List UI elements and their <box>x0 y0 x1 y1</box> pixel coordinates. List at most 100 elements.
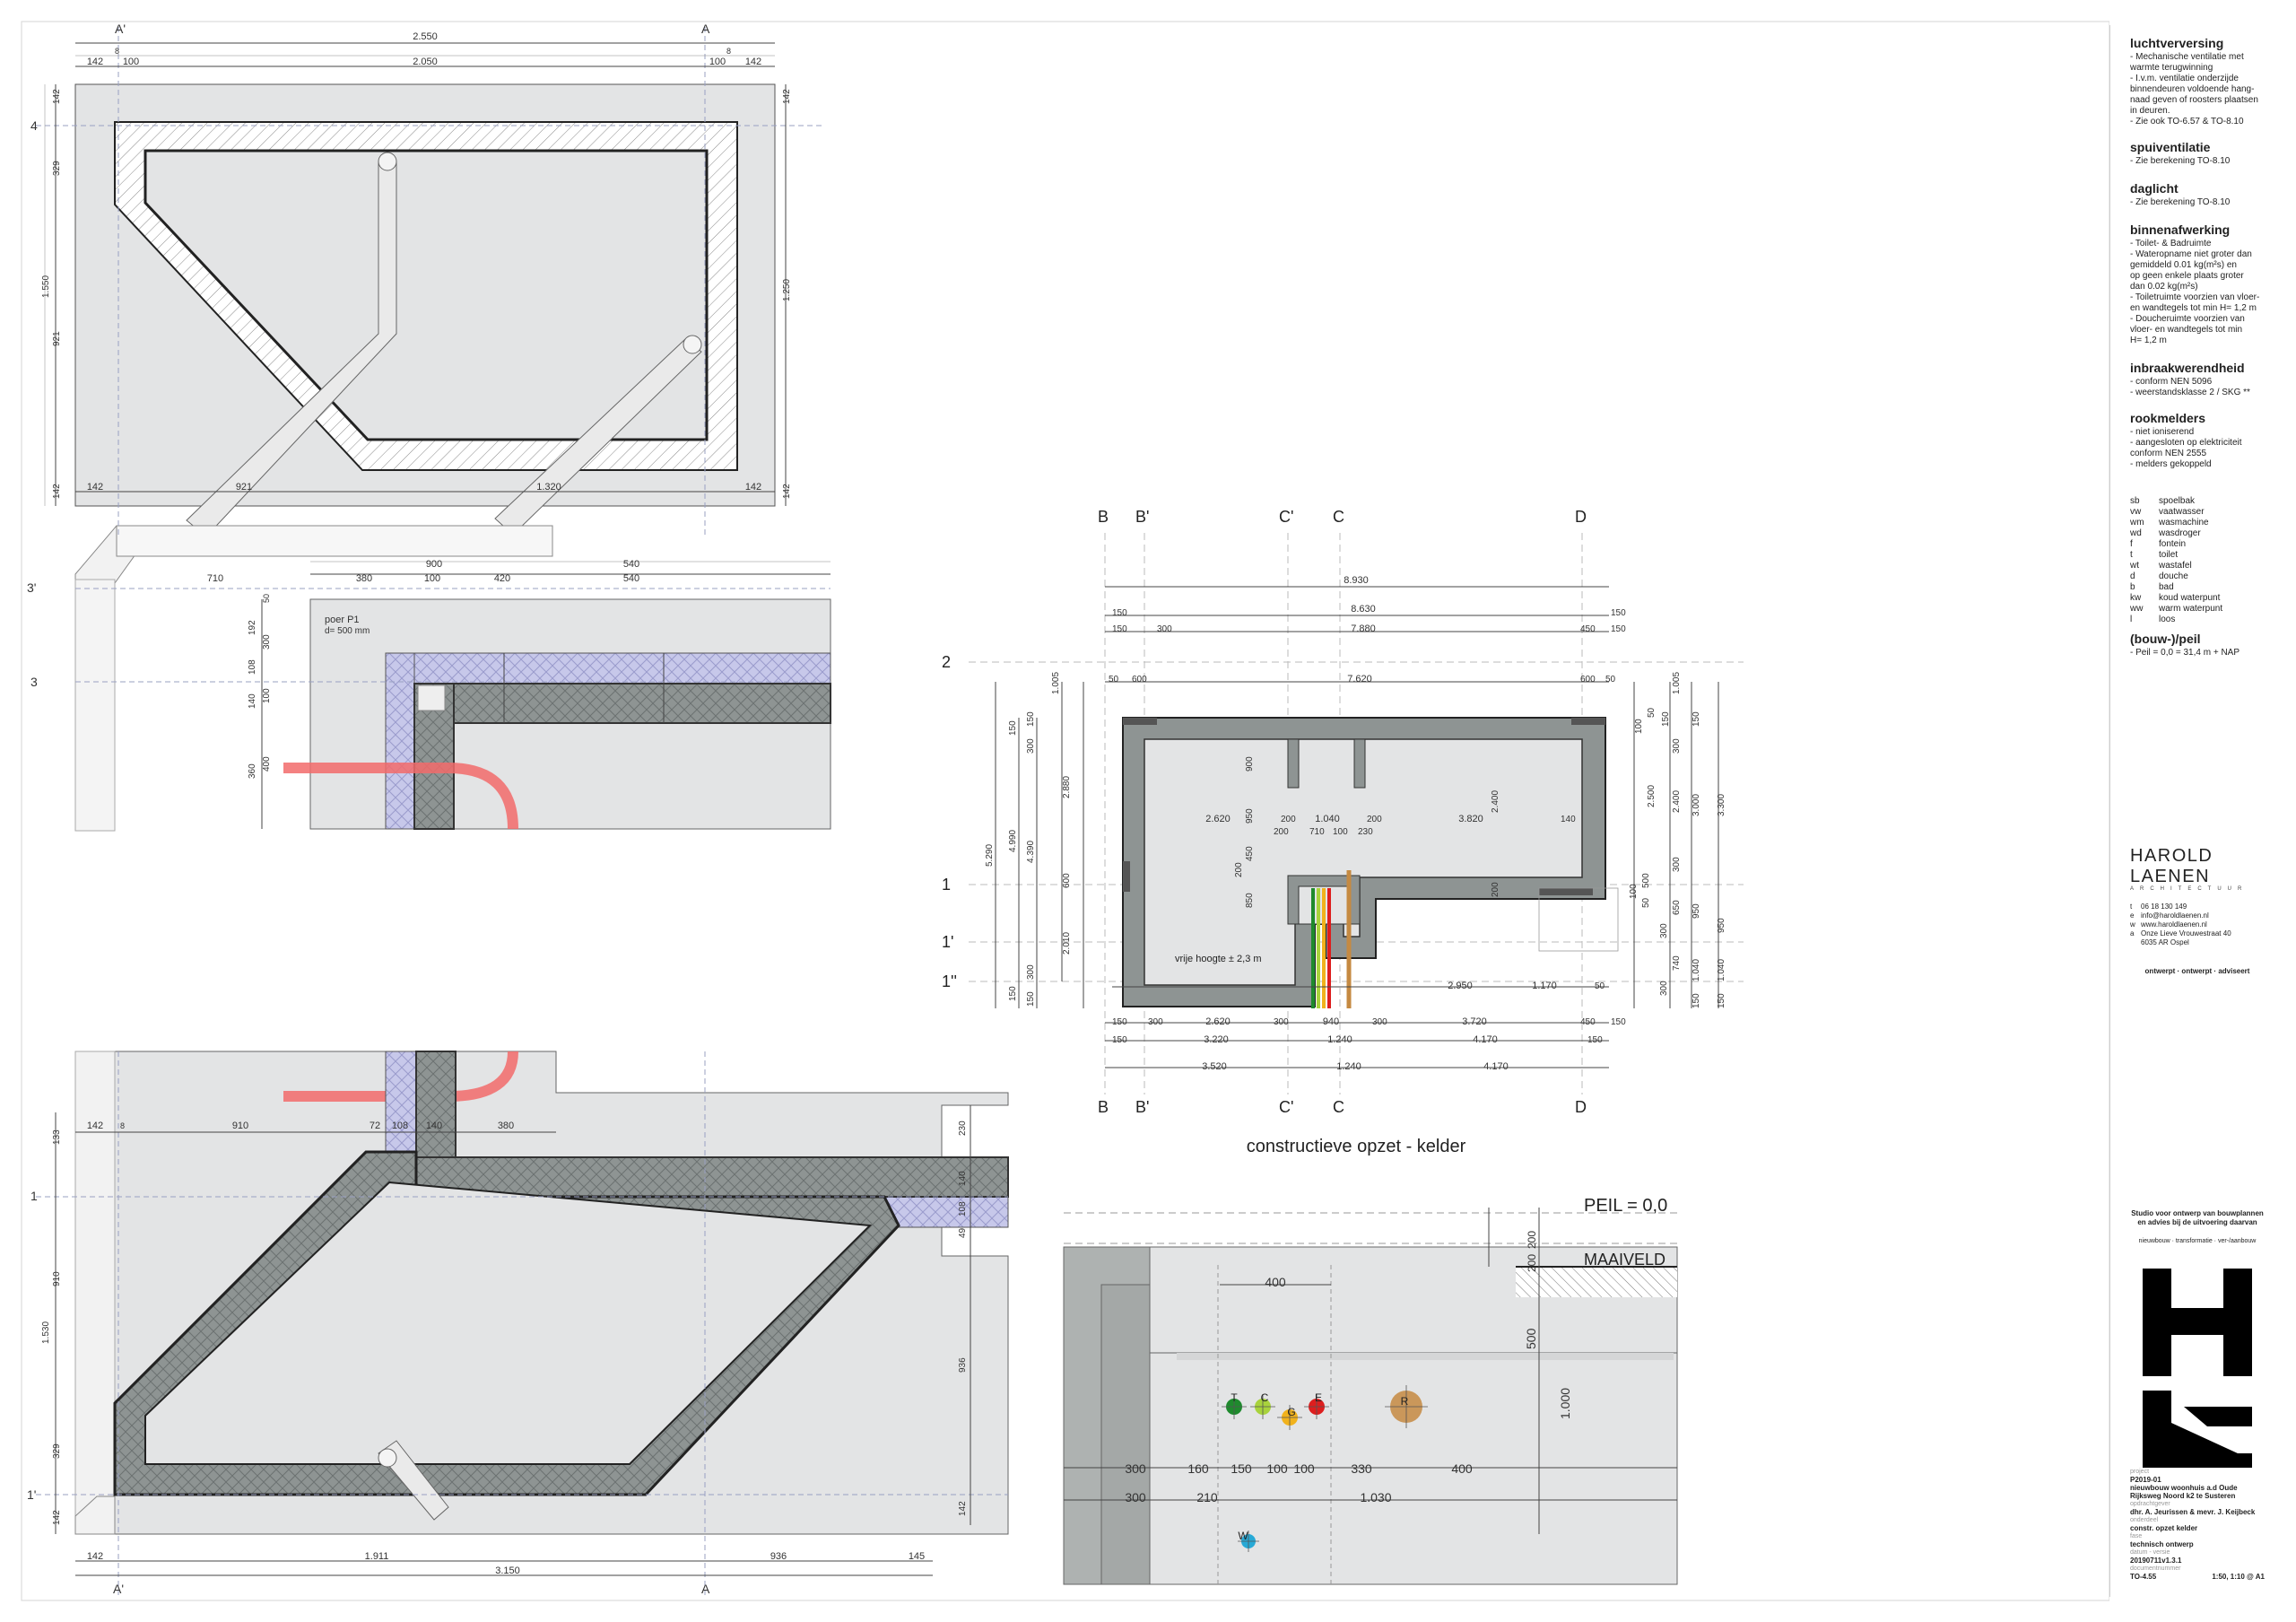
phase-label: fase <box>2130 1533 2143 1539</box>
dim-1240-b: 1.240 <box>1336 1061 1361 1072</box>
dim-140-bl: 140 <box>426 1121 442 1131</box>
dim-1320: 1.320 <box>536 482 561 493</box>
dim-300-s-b: 300 <box>1125 1490 1146 1504</box>
grid-label-b-top: B <box>1098 508 1109 526</box>
dim-1550: 1.550 <box>41 275 51 298</box>
dim-108-bl-right: 108 <box>958 1201 968 1216</box>
section-title: binnenafwerking <box>2130 222 2231 237</box>
dim-150-v-c: 150 <box>1008 986 1018 1001</box>
grid-label-d-top: D <box>1575 508 1587 526</box>
dim-300-v-r4: 300 <box>1659 981 1669 996</box>
dim-910-top: 910 <box>232 1121 248 1131</box>
dim-400-s: 400 <box>1451 1461 1473 1476</box>
dim-3220: 3.220 <box>1204 1034 1229 1045</box>
grid-label-2: 2 <box>942 653 951 671</box>
dim-1005-right: 1.005 <box>1672 672 1682 694</box>
dim-2010: 2.010 <box>1062 932 1072 955</box>
dim-380-top: 380 <box>356 573 372 584</box>
dim-600-b: 600 <box>1580 675 1596 685</box>
dim-300-v-r2: 300 <box>1672 857 1682 872</box>
docnr-label: documentnummer <box>2130 1565 2181 1572</box>
scale-value: 1:50, 1:10 @ A1 <box>2212 1573 2265 1581</box>
dim-142-top-right: 142 <box>745 57 761 67</box>
utility-label-w: W <box>1238 1530 1248 1542</box>
dim-108-section: 108 <box>248 659 257 675</box>
dim-300-plan-d: 300 <box>1372 1017 1387 1027</box>
dim-2500: 2.500 <box>1647 785 1657 807</box>
dim-3520: 3.520 <box>1202 1061 1227 1072</box>
dim-142-bl-left: 142 <box>52 1510 62 1525</box>
grid-label-1-double-prime: 1'' <box>942 972 957 990</box>
dim-200-section-b: 200 <box>1526 1254 1538 1272</box>
dim-329-bl: 329 <box>52 1443 62 1459</box>
grid-label-c-bottom: C <box>1333 1098 1344 1116</box>
dim-450-top: 450 <box>1580 624 1596 634</box>
dim-142-right-top: 142 <box>782 89 792 104</box>
section-peil: (bouw-)/peil - Peil = 0,0 = 31,4 m + NAP <box>2130 632 2265 658</box>
dim-150-v-r: 150 <box>1661 711 1671 727</box>
dim-108-bl: 108 <box>392 1121 408 1131</box>
utility-label-e: E <box>1315 1391 1322 1404</box>
dim-50-plan-b: 50 <box>1605 675 1616 685</box>
tagline: ontwerpt · ontwerpt · adviseert <box>2144 967 2250 975</box>
dim-300-v-b: 300 <box>1026 964 1036 980</box>
dim-400-section-top: 400 <box>1265 1275 1286 1289</box>
grid-label-b-bottom: B <box>1098 1098 1109 1116</box>
grid-label-1: 1 <box>942 876 951 894</box>
grid-label-3: 3 <box>30 675 38 689</box>
dim-450-inner: 450 <box>1245 846 1255 861</box>
dim-910-left: 910 <box>52 1271 62 1286</box>
dim-1040-v-r: 1.040 <box>1692 959 1701 981</box>
peil-text: - Peil = 0,0 = 31,4 m + NAP <box>2130 648 2240 658</box>
grid-label-c-top: C <box>1333 508 1344 526</box>
dim-1170: 1.170 <box>1532 981 1557 991</box>
grid-label-a-top: A <box>701 22 710 36</box>
dim-150-h: 150 <box>1587 1035 1603 1045</box>
dim-100-top-left: 100 <box>123 57 139 67</box>
dim-150-c: 150 <box>1112 624 1127 634</box>
docnr-row: TO-4.55 1:50, 1:10 @ A1 <box>2130 1573 2265 1581</box>
dim-540-a: 540 <box>623 559 639 570</box>
project-meta: project P2019-01 nieuwbouw woonhuis a.d … <box>2130 1468 2265 1581</box>
section-text: - Zie berekening TO-8.10 <box>2130 156 2231 166</box>
contact-city: 6035 AR Ospel <box>2141 938 2189 946</box>
dim-2950: 2.950 <box>1448 981 1473 991</box>
dim-8-top-a: 8 <box>115 47 119 56</box>
dim-8930: 8.930 <box>1344 575 1369 586</box>
grid-label-a-bottom: A <box>701 1582 710 1596</box>
dim-921-left: 921 <box>52 331 62 346</box>
dim-300-section: 300 <box>262 634 272 650</box>
dim-4170-b: 4.170 <box>1483 1061 1509 1072</box>
dim-150-g: 150 <box>1112 1035 1127 1045</box>
section-text: - Mechanische ventilatie met warmte teru… <box>2130 52 2258 126</box>
dim-1530: 1.530 <box>41 1321 51 1344</box>
dim-150-e: 150 <box>1112 1017 1127 1027</box>
studio-line: Studio voor ontwerp van bouwplannen en a… <box>2131 1209 2264 1226</box>
dim-150-a: 150 <box>1112 608 1127 618</box>
dim-7880: 7.880 <box>1351 624 1376 634</box>
dim-230-bl: 230 <box>958 1121 968 1136</box>
project-value: P2019-01 nieuwbouw woonhuis a.d Oude Rij… <box>2130 1476 2238 1500</box>
dim-300-v-a: 300 <box>1026 738 1036 754</box>
dim-100-s-b: 100 <box>1293 1461 1315 1476</box>
dim-8-top-b: 8 <box>726 47 731 56</box>
dim-150-d: 150 <box>1611 624 1626 634</box>
dim-50-plan-a: 50 <box>1109 675 1119 685</box>
grid-label-d-bottom: D <box>1575 1098 1587 1116</box>
dim-2620-inner: 2.620 <box>1205 814 1231 824</box>
dim-329: 329 <box>52 161 62 176</box>
poer-subtitle: d= 500 mm <box>325 626 370 636</box>
dim-380-bl: 380 <box>498 1121 514 1131</box>
grid-label-b-prime-top: B' <box>1135 508 1149 526</box>
dim-150-v-a: 150 <box>1008 720 1018 736</box>
dim-300-plan-top: 300 <box>1157 624 1172 634</box>
utility-label-c: C <box>1261 1391 1269 1404</box>
mail-icon: e <box>2130 911 2135 920</box>
peil-title: (bouw-)/peil <box>2130 632 2201 646</box>
dim-142-top-left: 142 <box>87 57 103 67</box>
dim-100-section: 100 <box>262 688 272 703</box>
